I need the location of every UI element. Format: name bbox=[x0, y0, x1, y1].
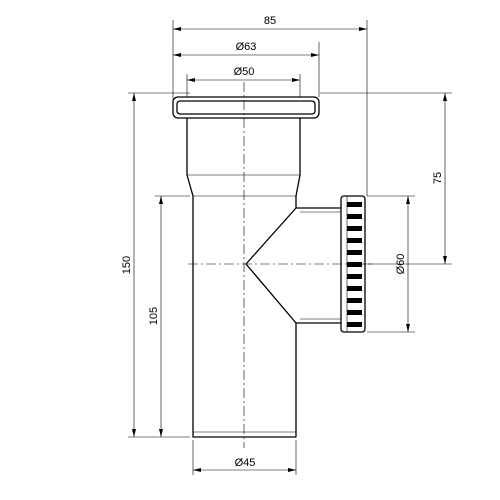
branch-cap bbox=[340, 195, 366, 333]
socket-ring-inner bbox=[176, 100, 316, 115]
dim-pipe-inner-diameter: Ø50 bbox=[234, 66, 255, 78]
dim-branch-cap-diameter: Ø60 bbox=[395, 254, 407, 275]
dim-overall-height: 150 bbox=[121, 256, 133, 274]
dimension-lines bbox=[132, 27, 447, 472]
centre-lines bbox=[188, 82, 372, 448]
tee-fitting-body bbox=[172, 96, 341, 438]
branch-outline bbox=[296, 207, 341, 324]
main-barrel bbox=[192, 196, 297, 438]
dim-socket-outer-diameter: Ø63 bbox=[236, 41, 257, 53]
dim-branch-height: 105 bbox=[148, 307, 160, 325]
dim-spigot-diameter: Ø45 bbox=[235, 457, 256, 469]
extension-lines bbox=[128, 20, 452, 475]
dim-top-to-branch-axis: 75 bbox=[432, 172, 444, 184]
cap-grip-ribs bbox=[347, 202, 362, 327]
dimension-labels: 85 Ø63 Ø50 150 105 75 Ø60 Ø45 bbox=[121, 15, 444, 469]
socket-neck bbox=[186, 118, 301, 197]
dim-overall-width: 85 bbox=[264, 15, 276, 27]
branch-intersection bbox=[245, 207, 297, 324]
socket-ring-outer bbox=[172, 96, 320, 119]
